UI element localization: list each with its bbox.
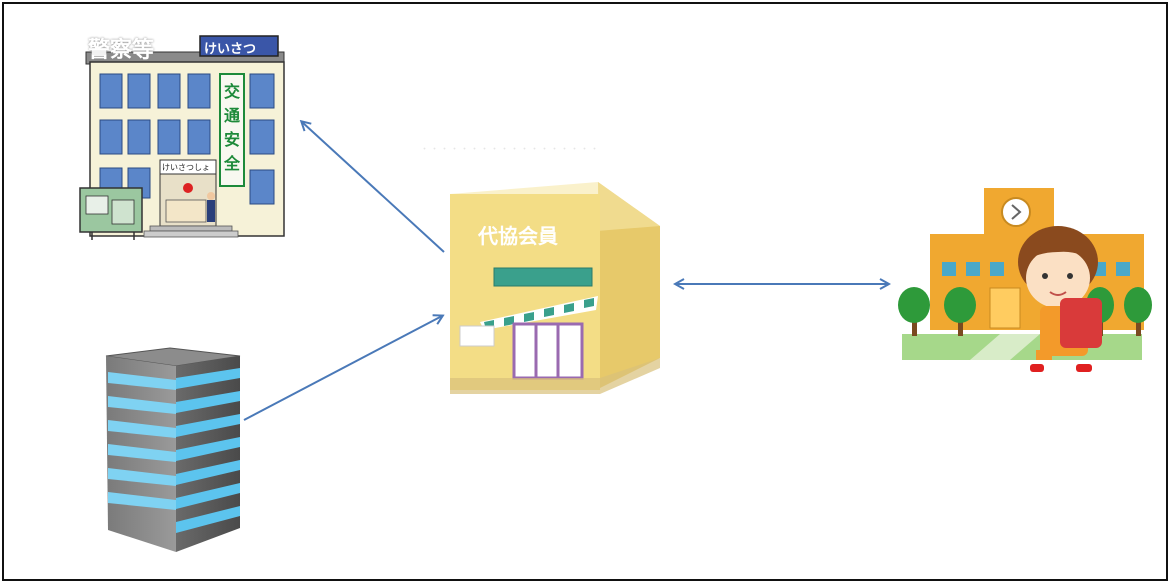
school-label: 子 [890, 218, 908, 239]
arrow-store-to-police [302, 122, 445, 253]
police-entrance-sign: けいさつしょ [162, 163, 210, 172]
office-tower-illustration [105, 347, 241, 552]
store-illustration [450, 182, 660, 394]
police-station-illustration [79, 35, 285, 240]
police-banner-text: 交通安全 [224, 82, 241, 173]
store-label: 代協会員 [478, 224, 558, 248]
faint-mark [684, 216, 687, 228]
arrow-tower-to-store [243, 316, 442, 421]
faint-caption: ・・・・・・・・・・・・・・・・・・ [420, 145, 601, 155]
school-illustration [898, 188, 1152, 372]
police-sign-text: けいさつ [204, 42, 257, 57]
police-label: 警察等 [88, 38, 155, 63]
schoolgirl-figure [1018, 226, 1102, 372]
connection-arrows [243, 122, 888, 421]
faint-mark [684, 242, 687, 256]
